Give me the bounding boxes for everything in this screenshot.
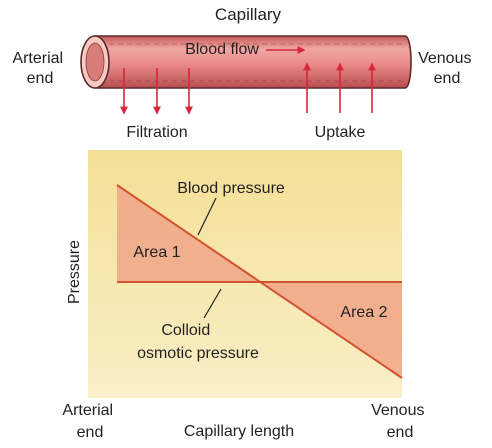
capillary-illustration: Capillary Arterial end Venous end Blood …: [12, 5, 476, 141]
capillary-tube: [80, 35, 412, 89]
uptake-label: Uptake: [315, 124, 366, 141]
filtration-arrows: [120, 68, 193, 115]
colloid-leader: [203, 288, 222, 319]
x-axis-end-label: Venous end: [371, 402, 429, 441]
venous-end-label-top: Venous end: [418, 50, 476, 87]
area-1-label: Area 1: [133, 244, 180, 261]
blood-pressure-leader: [197, 197, 217, 236]
capillary-title: Capillary: [215, 5, 282, 24]
uptake-arrows: [303, 62, 376, 113]
y-axis-label: Pressure: [66, 240, 83, 304]
filtration-label: Filtration: [126, 124, 187, 141]
blood-pressure-label: Blood pressure: [177, 180, 285, 197]
blood-flow-label: Blood flow: [185, 41, 259, 58]
arterial-end-label-top: Arterial end: [12, 50, 67, 87]
area-2-label: Area 2: [340, 304, 387, 321]
pressure-chart: Blood pressure Colloid osmotic pressure …: [62, 150, 429, 441]
x-axis-label: Capillary length: [184, 423, 294, 440]
colloid-osmotic-pressure-label: Colloid osmotic pressure: [137, 322, 259, 362]
x-axis-start-label: Arterial end: [62, 402, 117, 441]
